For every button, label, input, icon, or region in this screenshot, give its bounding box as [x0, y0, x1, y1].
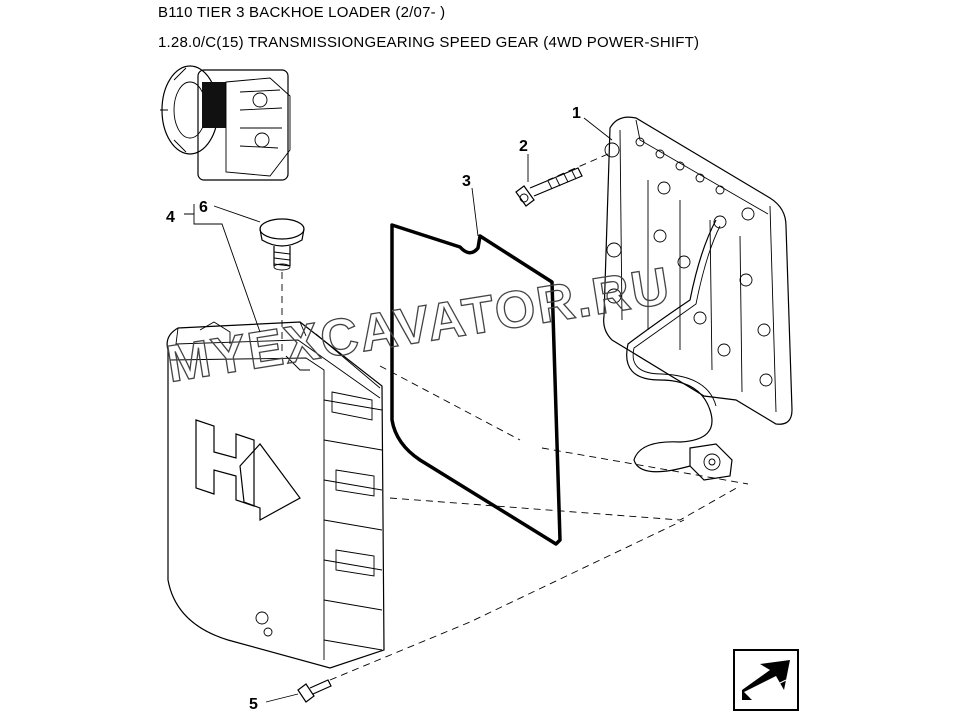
callout-1: 1 [572, 105, 581, 122]
callout-labels: 1 2 3 4 6 5 [166, 105, 581, 713]
callout-6: 6 [199, 199, 208, 216]
callout-3: 3 [462, 173, 471, 190]
bolt-small [297, 679, 332, 703]
next-page-arrow-icon[interactable] [733, 649, 799, 711]
bolt [515, 167, 583, 207]
assembly-guide-lines [281, 153, 749, 681]
valve-body-plate [603, 116, 793, 481]
callout-4: 4 [166, 209, 175, 226]
callout-2: 2 [519, 138, 528, 155]
transmission-locator-thumbnail [160, 65, 291, 181]
leader-lines [184, 117, 613, 703]
transmission-housing [166, 321, 385, 669]
watermark: MYEXCAVATOR.RU [163, 257, 675, 394]
breather-cap [259, 218, 305, 271]
gasket [390, 223, 562, 546]
page-subtitle: 1.28.0/C(15) TRANSMISSIONGEARING SPEED G… [158, 34, 700, 51]
page-title: B110 TIER 3 BACKHOE LOADER (2/07- ) [158, 4, 446, 21]
callout-5: 5 [249, 696, 258, 713]
